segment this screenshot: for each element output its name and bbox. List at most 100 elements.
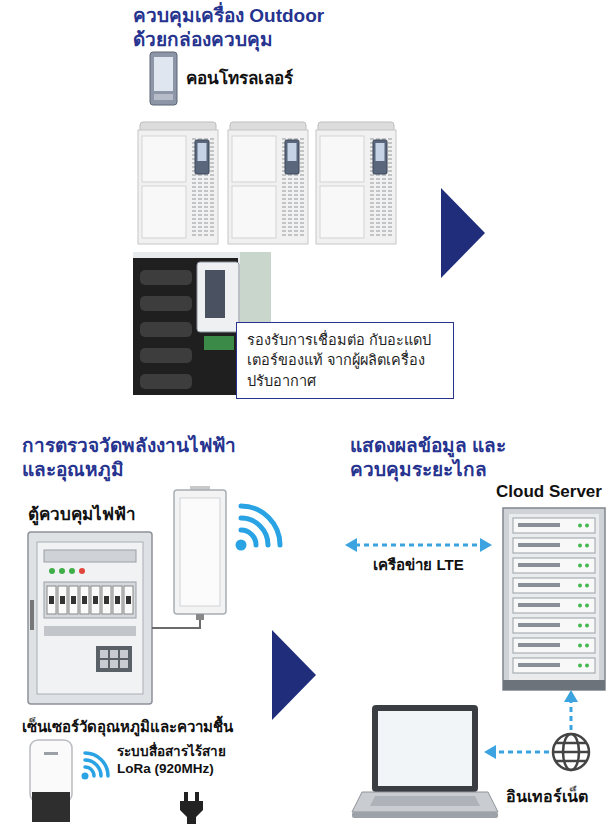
section-heading: การตรวจวัดพลังงานไฟฟ้า และอุณหภูมิ [22, 434, 239, 482]
outdoor-unit [228, 122, 308, 244]
electrical-cabinet [110, 660, 118, 668]
wifi-symbol [236, 540, 247, 551]
sensor-device [44, 752, 58, 755]
unit-photo [240, 252, 271, 322]
unit-photo [140, 270, 192, 285]
unit-photo [140, 374, 192, 389]
server-unit [513, 658, 595, 673]
internet-node: อินเทอร์เน็ต [488, 730, 606, 808]
electrical-cabinet [126, 596, 131, 604]
unit-photo [133, 258, 238, 395]
electrical-cabinet [49, 596, 54, 604]
node-text: รองรับการเชื่อมต่อ กับอะแดปเตอร์ของแท้ จ… [247, 330, 443, 391]
globe-icon [553, 734, 589, 770]
sensor-device [30, 740, 72, 822]
flow-arrow [272, 630, 316, 720]
electrical-cabinet [100, 650, 108, 658]
electrical-cabinet [37, 542, 143, 694]
electrical-cabinet [44, 626, 136, 636]
electrical-cabinet [69, 568, 75, 574]
electrical-cabinet [58, 586, 67, 614]
connector-line [355, 544, 482, 547]
electrical-cabinet [120, 650, 128, 658]
arrowhead [345, 538, 357, 552]
laptop [352, 705, 498, 818]
server-unit [513, 518, 595, 533]
sensor-label: เซ็นเซอร์วัดอุณหภูมิและความชื้น [22, 718, 233, 737]
connector [564, 690, 578, 730]
wireless-label: ระบบสื่อสารไร้สาย LoRa (920MHz) [117, 744, 229, 778]
gateway-box [152, 486, 226, 628]
electrical-cabinet [44, 582, 136, 618]
laptop [372, 705, 478, 792]
arrowhead [564, 690, 578, 702]
laptop [352, 792, 498, 812]
wifi-symbol [82, 773, 89, 780]
controller-icon [154, 94, 173, 100]
electrical-cabinet [100, 660, 108, 668]
server-rack [509, 514, 599, 680]
globe-icon [553, 734, 589, 770]
server-unit [513, 538, 595, 553]
server-unit [513, 558, 595, 573]
laptop [378, 711, 472, 786]
electrical-cabinet [28, 532, 152, 704]
electrical-cabinet [28, 532, 152, 704]
electrical-cabinet [120, 660, 128, 668]
wifi-symbol [85, 767, 94, 776]
wifi-symbol [85, 753, 108, 776]
arrowhead [480, 538, 492, 552]
node-text: ตู้ควบคุมไฟฟ้า [28, 504, 136, 526]
globe-icon [556, 760, 586, 763]
wifi-symbol [82, 753, 109, 780]
electrical-cabinet [80, 586, 89, 614]
electrical-cabinet [115, 596, 120, 604]
unit-photo [204, 336, 234, 350]
unit-photo [140, 322, 192, 337]
dashed-arrow [494, 751, 549, 754]
electrical-cabinet [93, 596, 98, 604]
plug-icon [195, 792, 199, 801]
electrical-cabinet [113, 586, 122, 614]
cabinet-node: ตู้ควบคุมไฟฟ้า [22, 500, 345, 712]
node-text: Cloud Server [496, 482, 602, 502]
server-unit [513, 618, 595, 633]
server-unit [513, 578, 595, 593]
electrical-cabinet [104, 596, 109, 604]
electrical-cabinet [110, 650, 118, 658]
electrical-cabinet [124, 586, 133, 614]
plug-icon [180, 801, 203, 824]
wifi-symbol [241, 530, 256, 545]
dashed-arrow [484, 745, 496, 759]
gateway-box [152, 620, 200, 628]
electrical-cabinet [91, 586, 100, 614]
controller-icon [154, 57, 173, 91]
wifi-symbol [241, 506, 280, 545]
unit-photo [140, 348, 192, 363]
controller-icon [150, 52, 177, 105]
cloud-server-node: Cloud Server [492, 480, 606, 690]
electrical-cabinet [49, 568, 55, 574]
server-rack [503, 508, 605, 690]
server-unit [513, 638, 595, 653]
plug-icon [180, 792, 203, 824]
electrical-cabinet [71, 596, 76, 604]
electrical-cabinet [44, 550, 136, 562]
edge-label: เครือข่าย LTE [371, 553, 465, 577]
server-rack [503, 680, 605, 690]
section-heading: ควบคุมเครื่อง Outdoor ด้วยกล่องควบคุม [133, 4, 328, 52]
electrical-cabinet [79, 568, 85, 574]
electrical-cabinet [96, 646, 132, 672]
connector-line [570, 700, 573, 730]
globe-icon [556, 742, 586, 745]
connector [345, 538, 492, 552]
globe-icon [553, 751, 589, 754]
controller-icon [150, 52, 177, 105]
section-heading: แสดงผลข้อมูล และควบคุมระยะไกล [350, 434, 525, 482]
controller-label: คอนโทรลเลอร์ [186, 68, 293, 89]
wifi-symbol [85, 760, 101, 776]
outdoor-unit [138, 122, 218, 244]
electrical-cabinet [69, 586, 78, 614]
